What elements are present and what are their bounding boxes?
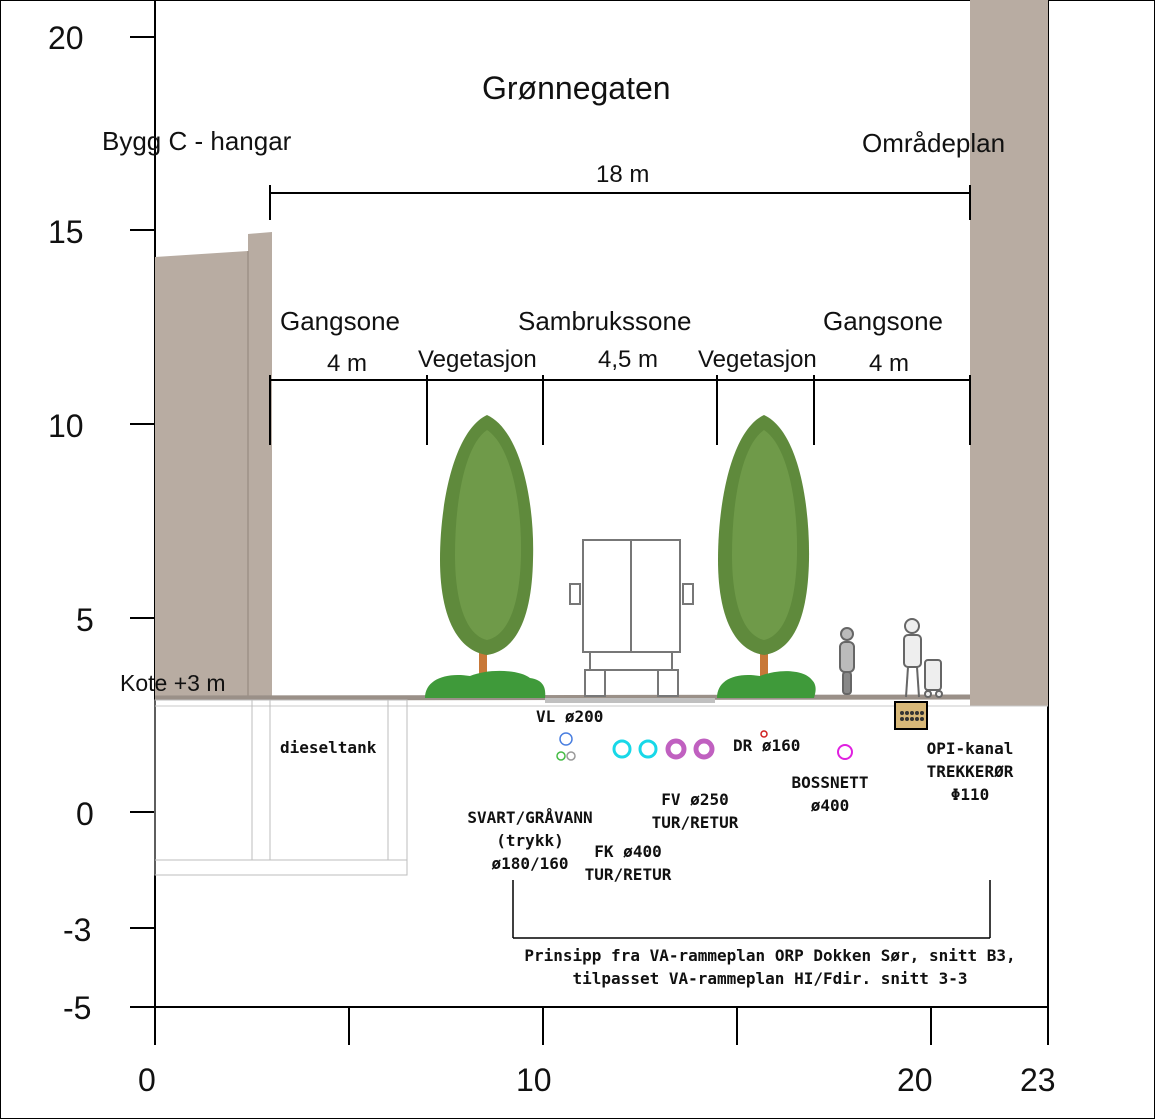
- zone-mid-label: Sambrukssone: [518, 306, 692, 336]
- note-line-1: Prinsipp fra VA-rammeplan ORP Dokken Sør…: [524, 946, 1016, 965]
- opi-line-3: Φ110: [950, 785, 990, 804]
- x-tick-label-23: 23: [1020, 1062, 1056, 1098]
- shrub-right: [717, 671, 816, 698]
- dimension-lines: [269, 185, 971, 445]
- kote-label: Kote +3 m: [120, 670, 226, 696]
- x-tick-label-20: 20: [897, 1062, 933, 1098]
- basement-outline: [154, 699, 408, 876]
- fv-pipe-2: [693, 738, 715, 760]
- bossnett-line-2: ø400: [810, 796, 850, 815]
- fk-line-1: FK ø400: [594, 842, 662, 861]
- left-building: [155, 232, 272, 697]
- zone-right-width: 4 m: [869, 350, 910, 377]
- note-line-2: tilpasset VA-rammeplan HI/Fdir. snitt 3-…: [572, 969, 968, 988]
- dieseltank-label: dieseltank: [280, 738, 377, 757]
- svart-line-2: (trykk): [496, 831, 564, 850]
- opi-label: OPI-kanal TREKKERØR Φ110: [915, 737, 1025, 806]
- opi-channel: [894, 701, 928, 730]
- vl-pipe: [559, 732, 573, 746]
- right-building: [970, 0, 1048, 706]
- bossnett-line-1: BOSSNETT: [791, 773, 869, 792]
- vl-label: VL ø200: [536, 707, 604, 726]
- tree-left: [440, 415, 534, 698]
- zone-left-width: 4 m: [327, 350, 368, 377]
- svart-label: SVART/GRÅVANN (trykk) ø180/160: [445, 806, 615, 875]
- y-tick-label-5: 5: [76, 602, 94, 638]
- ground-surface: [154, 694, 971, 701]
- y-tick-label-m3: -3: [63, 912, 92, 948]
- fk-pipe-2: [638, 739, 658, 759]
- svart-line-1: SVART/GRÅVANN: [467, 808, 593, 827]
- note-bracket: [512, 880, 991, 939]
- fv-line-1: FV ø250: [661, 790, 729, 809]
- x-tick-label-10: 10: [516, 1062, 552, 1098]
- zone-mid-width: 4,5 m: [598, 346, 659, 373]
- left-building-label: Bygg C - hangar: [102, 126, 292, 156]
- fk-label: FK ø400 TUR/RETUR: [573, 840, 683, 886]
- dr-label: DR ø160: [733, 736, 801, 755]
- fv-label: FV ø250 TUR/RETUR: [640, 788, 750, 834]
- cyclist: [839, 627, 855, 695]
- road-surface: [545, 698, 715, 703]
- fk-pipe-1: [612, 739, 632, 759]
- source-note: Prinsipp fra VA-rammeplan ORP Dokken Sør…: [500, 944, 1040, 990]
- y-tick-label-15: 15: [48, 214, 84, 250]
- graavann-pipe: [566, 751, 576, 761]
- svart-pipe: [556, 751, 566, 761]
- truck: [569, 539, 694, 697]
- veg-left-label: Vegetasjon: [418, 346, 537, 373]
- x-tick-label-0: 0: [138, 1062, 156, 1098]
- tree-right: [718, 415, 810, 698]
- boss-pipe: [837, 744, 853, 760]
- veg-right-label: Vegetasjon: [698, 346, 817, 373]
- dr-pipe: [760, 730, 768, 738]
- svart-line-3: ø180/160: [491, 854, 569, 873]
- right-building-label: Områdeplan: [862, 128, 1006, 158]
- fk-line-2: TUR/RETUR: [584, 865, 672, 884]
- page-title: Grønnegaten: [482, 70, 671, 106]
- opi-line-2: TREKKERØR: [926, 762, 1014, 781]
- zone-left-label: Gangsone: [280, 306, 400, 336]
- fv-pipe-1: [665, 738, 687, 760]
- opi-line-1: OPI-kanal: [926, 739, 1014, 758]
- total-width-label: 18 m: [596, 161, 650, 188]
- zone-right-label: Gangsone: [823, 306, 943, 336]
- y-tick-label-10: 10: [48, 408, 84, 444]
- pedestrian: [903, 618, 943, 698]
- y-tick-label-20: 20: [48, 20, 84, 56]
- bossnett-label: BOSSNETT ø400: [780, 771, 880, 817]
- y-tick-label-m5: -5: [63, 990, 92, 1026]
- fv-line-2: TUR/RETUR: [651, 813, 739, 832]
- shrub-left: [425, 670, 546, 698]
- y-tick-label-0: 0: [76, 796, 94, 832]
